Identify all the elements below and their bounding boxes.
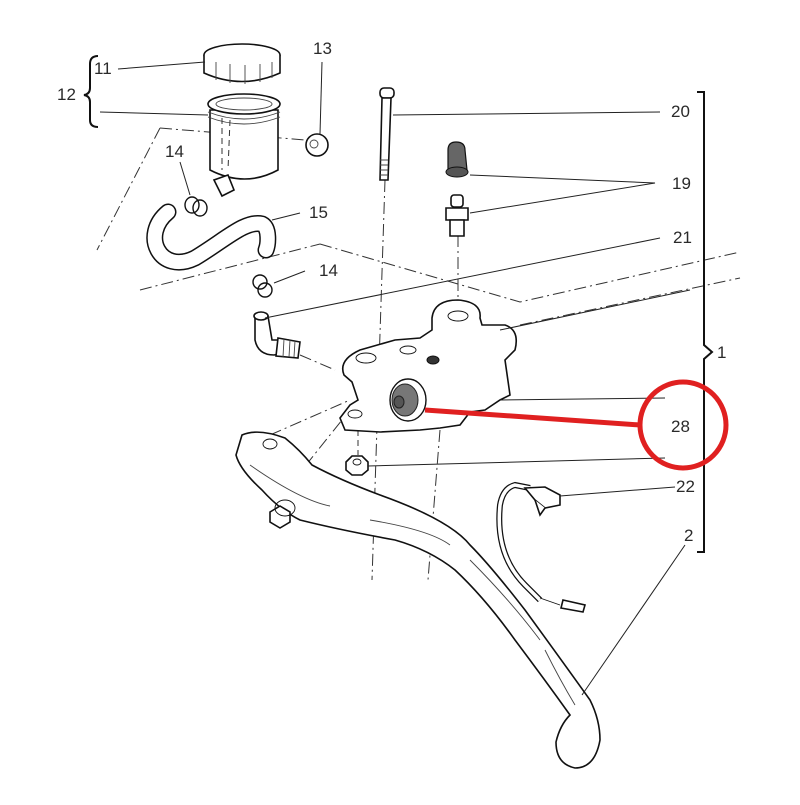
reservoir-body-part <box>207 93 281 198</box>
label-12: 12 <box>57 85 76 104</box>
hose-clamp-upper-part <box>184 196 208 217</box>
highlight-annotation <box>424 379 729 471</box>
label-22: 22 <box>676 477 695 496</box>
leader-lines <box>99 61 691 696</box>
label-2: 2 <box>684 526 694 545</box>
lever-nut-part <box>345 455 369 476</box>
reservoir-cap-part <box>203 43 281 84</box>
clutch-lever-part <box>235 431 601 769</box>
label-1: 1 <box>717 343 727 362</box>
label-14-lower: 14 <box>319 261 338 280</box>
label-21: 21 <box>673 228 692 247</box>
label-20: 20 <box>671 102 690 121</box>
label-13: 13 <box>313 39 332 58</box>
label-19: 19 <box>672 174 691 193</box>
bleeder-valve-part <box>445 194 469 237</box>
bleeder-cap-part <box>445 141 469 178</box>
pivot-bushing-part <box>389 378 427 422</box>
bracket-1 <box>697 91 714 553</box>
label-28: 28 <box>671 417 690 436</box>
hose-clamp-lower-part <box>252 274 273 298</box>
label-14-upper: 14 <box>165 142 184 161</box>
pivot-bolt-part <box>379 87 395 181</box>
grommet-part <box>305 133 329 157</box>
label-11: 11 <box>94 59 112 78</box>
hose-fitting-part <box>253 311 301 359</box>
bracket-12 <box>83 55 99 128</box>
label-15: 15 <box>309 203 328 222</box>
clutch-switch-part <box>496 481 587 613</box>
master-cylinder-body-part <box>339 299 518 433</box>
hose-part <box>146 203 277 271</box>
